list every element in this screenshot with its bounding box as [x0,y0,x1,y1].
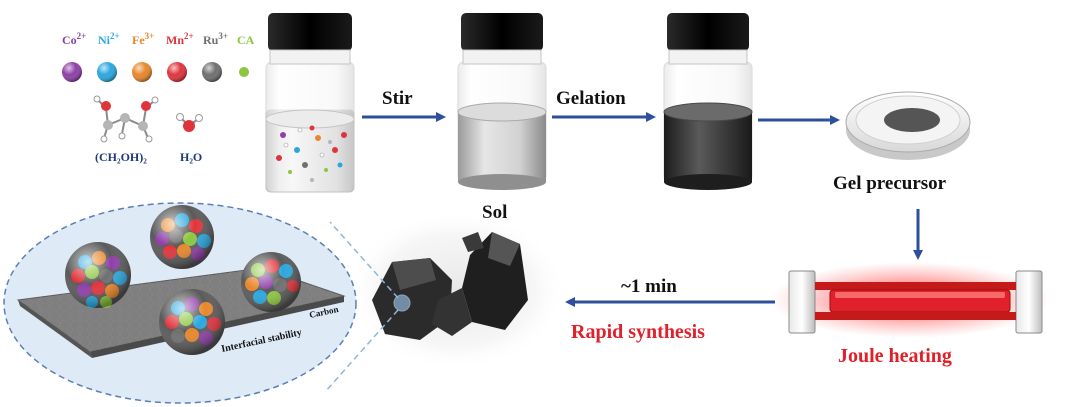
ca-sphere [239,67,249,77]
ion-legend: Co2+ Ni2+ Fe3+ Mn2+ Ru3+ CA [62,31,255,164]
co-label: Co2+ [62,31,86,47]
ca-label: CA [237,33,255,47]
gel-precursor-sample [884,108,940,132]
right-electrode [1015,270,1043,334]
ethylene-glycol-molecule [93,95,159,143]
petri-dish [845,91,971,160]
ru-label: Ru3+ [203,31,228,47]
product-chunks [347,210,567,370]
fe-label: Fe3+ [132,31,154,47]
vial-cap [461,13,543,51]
water-label: H₂O [180,150,202,164]
rapid-synthesis-label: Rapid synthesis [571,321,705,343]
zoom-line-top [329,221,399,299]
vial-mixture [265,13,355,193]
nanoparticle-cluster [150,205,214,269]
time-label: ~1 min [621,276,677,297]
left-electrode [788,270,816,334]
vial-gel [663,13,753,190]
nanoparticle-inset: Interfacial stability Carbon [3,202,357,404]
joule-heating-label: Joule heating [838,345,952,367]
gelation-label: Gelation [556,88,626,109]
nanoparticle-cluster [65,242,131,308]
gel-precursor-label: Gel precursor [833,173,947,194]
ion-spheres [62,62,249,82]
ni-label: Ni2+ [98,31,120,47]
mixture-particles [276,125,347,182]
zoom-spot [393,294,411,312]
ethylene-glycol-label: (CH₂OH)₂ [95,150,147,164]
water-molecule [176,113,203,132]
vial-sol [457,13,547,190]
nanoparticle-cluster [159,289,225,355]
mn-label: Mn2+ [166,31,194,47]
ion-labels: Co2+ Ni2+ Fe3+ Mn2+ Ru3+ CA [62,31,255,47]
vial-cap [667,13,749,51]
nanoparticle-cluster [241,252,301,312]
stir-label: Stir [382,88,413,109]
joule-heater [770,262,1050,338]
zoom-line-bottom [324,309,399,393]
vial-cap [268,13,352,51]
